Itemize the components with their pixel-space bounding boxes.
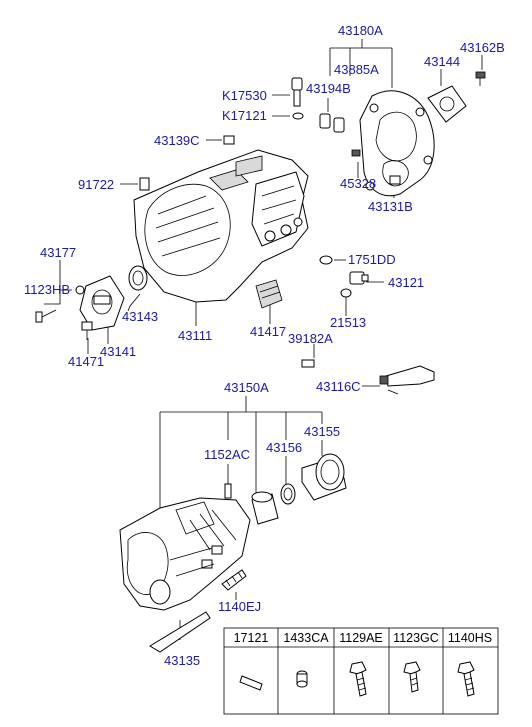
callout-1152AC: 1152AC [204, 447, 250, 462]
bolt-41471 [81, 321, 93, 340]
small-cover-43144 [427, 85, 467, 123]
callout-1751DD: 1751DD [348, 252, 396, 267]
callout-43177: 43177 [40, 245, 76, 260]
vent-K17530 [291, 77, 303, 107]
callout-43155: 43155 [304, 424, 340, 439]
bolt-icon [349, 661, 367, 697]
callout-21513: 21513 [330, 315, 366, 330]
callout-43150A: 43150A [224, 380, 269, 395]
clip-43131B [389, 175, 401, 185]
callout-43139C: 43139C [154, 133, 200, 148]
callout-39182A: 39182A [288, 331, 333, 346]
callout-43194B: 43194B [306, 81, 351, 96]
oring-43156 [280, 483, 296, 505]
callout-43144: 43144 [424, 54, 460, 69]
clip-91722 [139, 177, 150, 191]
callout-1140EJ: 1140EJ [218, 599, 261, 614]
pin-1152AC [224, 483, 232, 499]
lever-43135 [149, 611, 211, 653]
bolt-43162B [475, 71, 486, 86]
oring-1751DD [319, 255, 333, 265]
table-header-4: 1140HS [448, 631, 492, 645]
seal-43143 [128, 265, 148, 291]
pin-icon [239, 675, 263, 691]
callout-41471: 41471 [68, 354, 104, 369]
table-header-0: 17121 [234, 631, 269, 645]
leader-lines-bottom [159, 396, 323, 640]
callout-43111: 43111 [178, 328, 212, 343]
bolt-45328 [351, 149, 361, 157]
callout-43135: 43135 [164, 653, 200, 668]
plugs-43194B [319, 113, 345, 133]
bolt-1140EJ [221, 569, 247, 591]
callout-K17530: K17530 [222, 88, 267, 103]
callout-43116C: 43116C [316, 379, 361, 394]
plug-39182A [301, 359, 315, 368]
rear-cover-43180A [359, 90, 435, 197]
callout-K17121: K17121 [222, 108, 267, 123]
callout-43121: 43121 [388, 275, 424, 290]
plug-icon [296, 670, 308, 688]
callout-91722: 91722 [78, 177, 114, 192]
bushing-43156 [251, 491, 279, 525]
callout-43180A: 43180A [338, 23, 383, 38]
callout-43141: 43141 [100, 344, 136, 359]
plug-43121 [349, 271, 369, 285]
table-header-2: 1129AE [339, 631, 383, 645]
callout-43131B: 43131B [368, 199, 413, 214]
seal-43155 [301, 453, 347, 501]
callout-43885A: 43885A [334, 62, 379, 77]
sealant-tube-43116C [379, 365, 435, 395]
table-header-3: 1123GC [393, 631, 439, 645]
front-retainer-43141 [79, 275, 125, 331]
callout-1123HB: 1123HB [24, 282, 70, 297]
washer-21513 [340, 288, 352, 298]
callout-43156: 43156 [266, 440, 302, 455]
extension-housing-43150A [119, 497, 251, 611]
washer-1123HB [75, 285, 85, 295]
callout-43143: 43143 [122, 309, 158, 324]
bolt-icon [457, 661, 475, 697]
callout-41417: 41417 [250, 324, 286, 339]
clip-43139C [223, 135, 235, 145]
main-case-43111 [133, 149, 309, 303]
table-header-1: 1433CA [283, 631, 329, 645]
oring-K17121 [292, 112, 304, 120]
callout-labels: 43180A 43162B 43885A 43144 43194B K17530… [24, 23, 505, 668]
bolt-icon [403, 661, 421, 693]
bolt-43177 [35, 309, 57, 323]
callout-45328: 45328 [340, 176, 376, 191]
pad-41417 [255, 279, 283, 309]
fastener-table: 17121 1433CA 1129AE 1123GC 1140HS [223, 627, 499, 715]
callout-43162B: 43162B [460, 40, 505, 55]
